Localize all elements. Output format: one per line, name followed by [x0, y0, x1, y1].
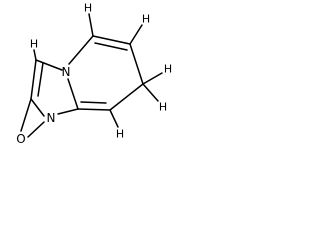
bond-n4-c5	[68, 35, 94, 65]
bond-c7-h-lower	[142, 83, 159, 102]
bond-c7-h-upper	[142, 72, 163, 85]
atom-h-c8-label: H	[116, 128, 124, 141]
bond-c8-c8a	[77, 108, 111, 111]
bond-c5-h	[88, 13, 94, 37]
bond-o-n1	[27, 121, 45, 138]
atom-h-c5-label: H	[84, 2, 92, 15]
atom-n1-label: N	[47, 111, 56, 125]
bond-c3-c2-double	[37, 62, 44, 97]
atom-o-label: O	[16, 132, 25, 146]
bond-c8a-n1	[57, 108, 79, 115]
bond-c5-c6	[92, 35, 131, 45]
bond-c8a-n4	[67, 78, 79, 110]
hydrogen-labels: H H H H H H	[30, 2, 172, 141]
bond-c3-h	[33, 49, 37, 61]
bond-c8-h	[109, 109, 119, 128]
bond-c2-o	[20, 98, 32, 132]
bond-c7-c8	[109, 83, 144, 111]
bond-c8-c8a-double	[80, 101, 107, 104]
atom-h-c3-label: H	[30, 38, 38, 51]
bond-n1-c2	[30, 98, 45, 117]
atom-h-c7a-label: H	[164, 63, 172, 76]
bond-c3-n4	[35, 59, 63, 71]
bonds	[20, 13, 163, 138]
bond-c6-c7	[129, 43, 144, 85]
bond-c3-c2	[30, 59, 37, 100]
atom-labels: N N O	[16, 65, 70, 146]
bond-c5-c6-double	[94, 42, 128, 51]
bond-c6-h	[129, 24, 143, 45]
atom-h-c7b-label: H	[159, 101, 167, 114]
atom-h-c6-label: H	[142, 13, 150, 26]
molecule-structure-diagram: N N O H H H H H H	[16, 2, 172, 147]
atom-n4-label: N	[62, 65, 71, 79]
